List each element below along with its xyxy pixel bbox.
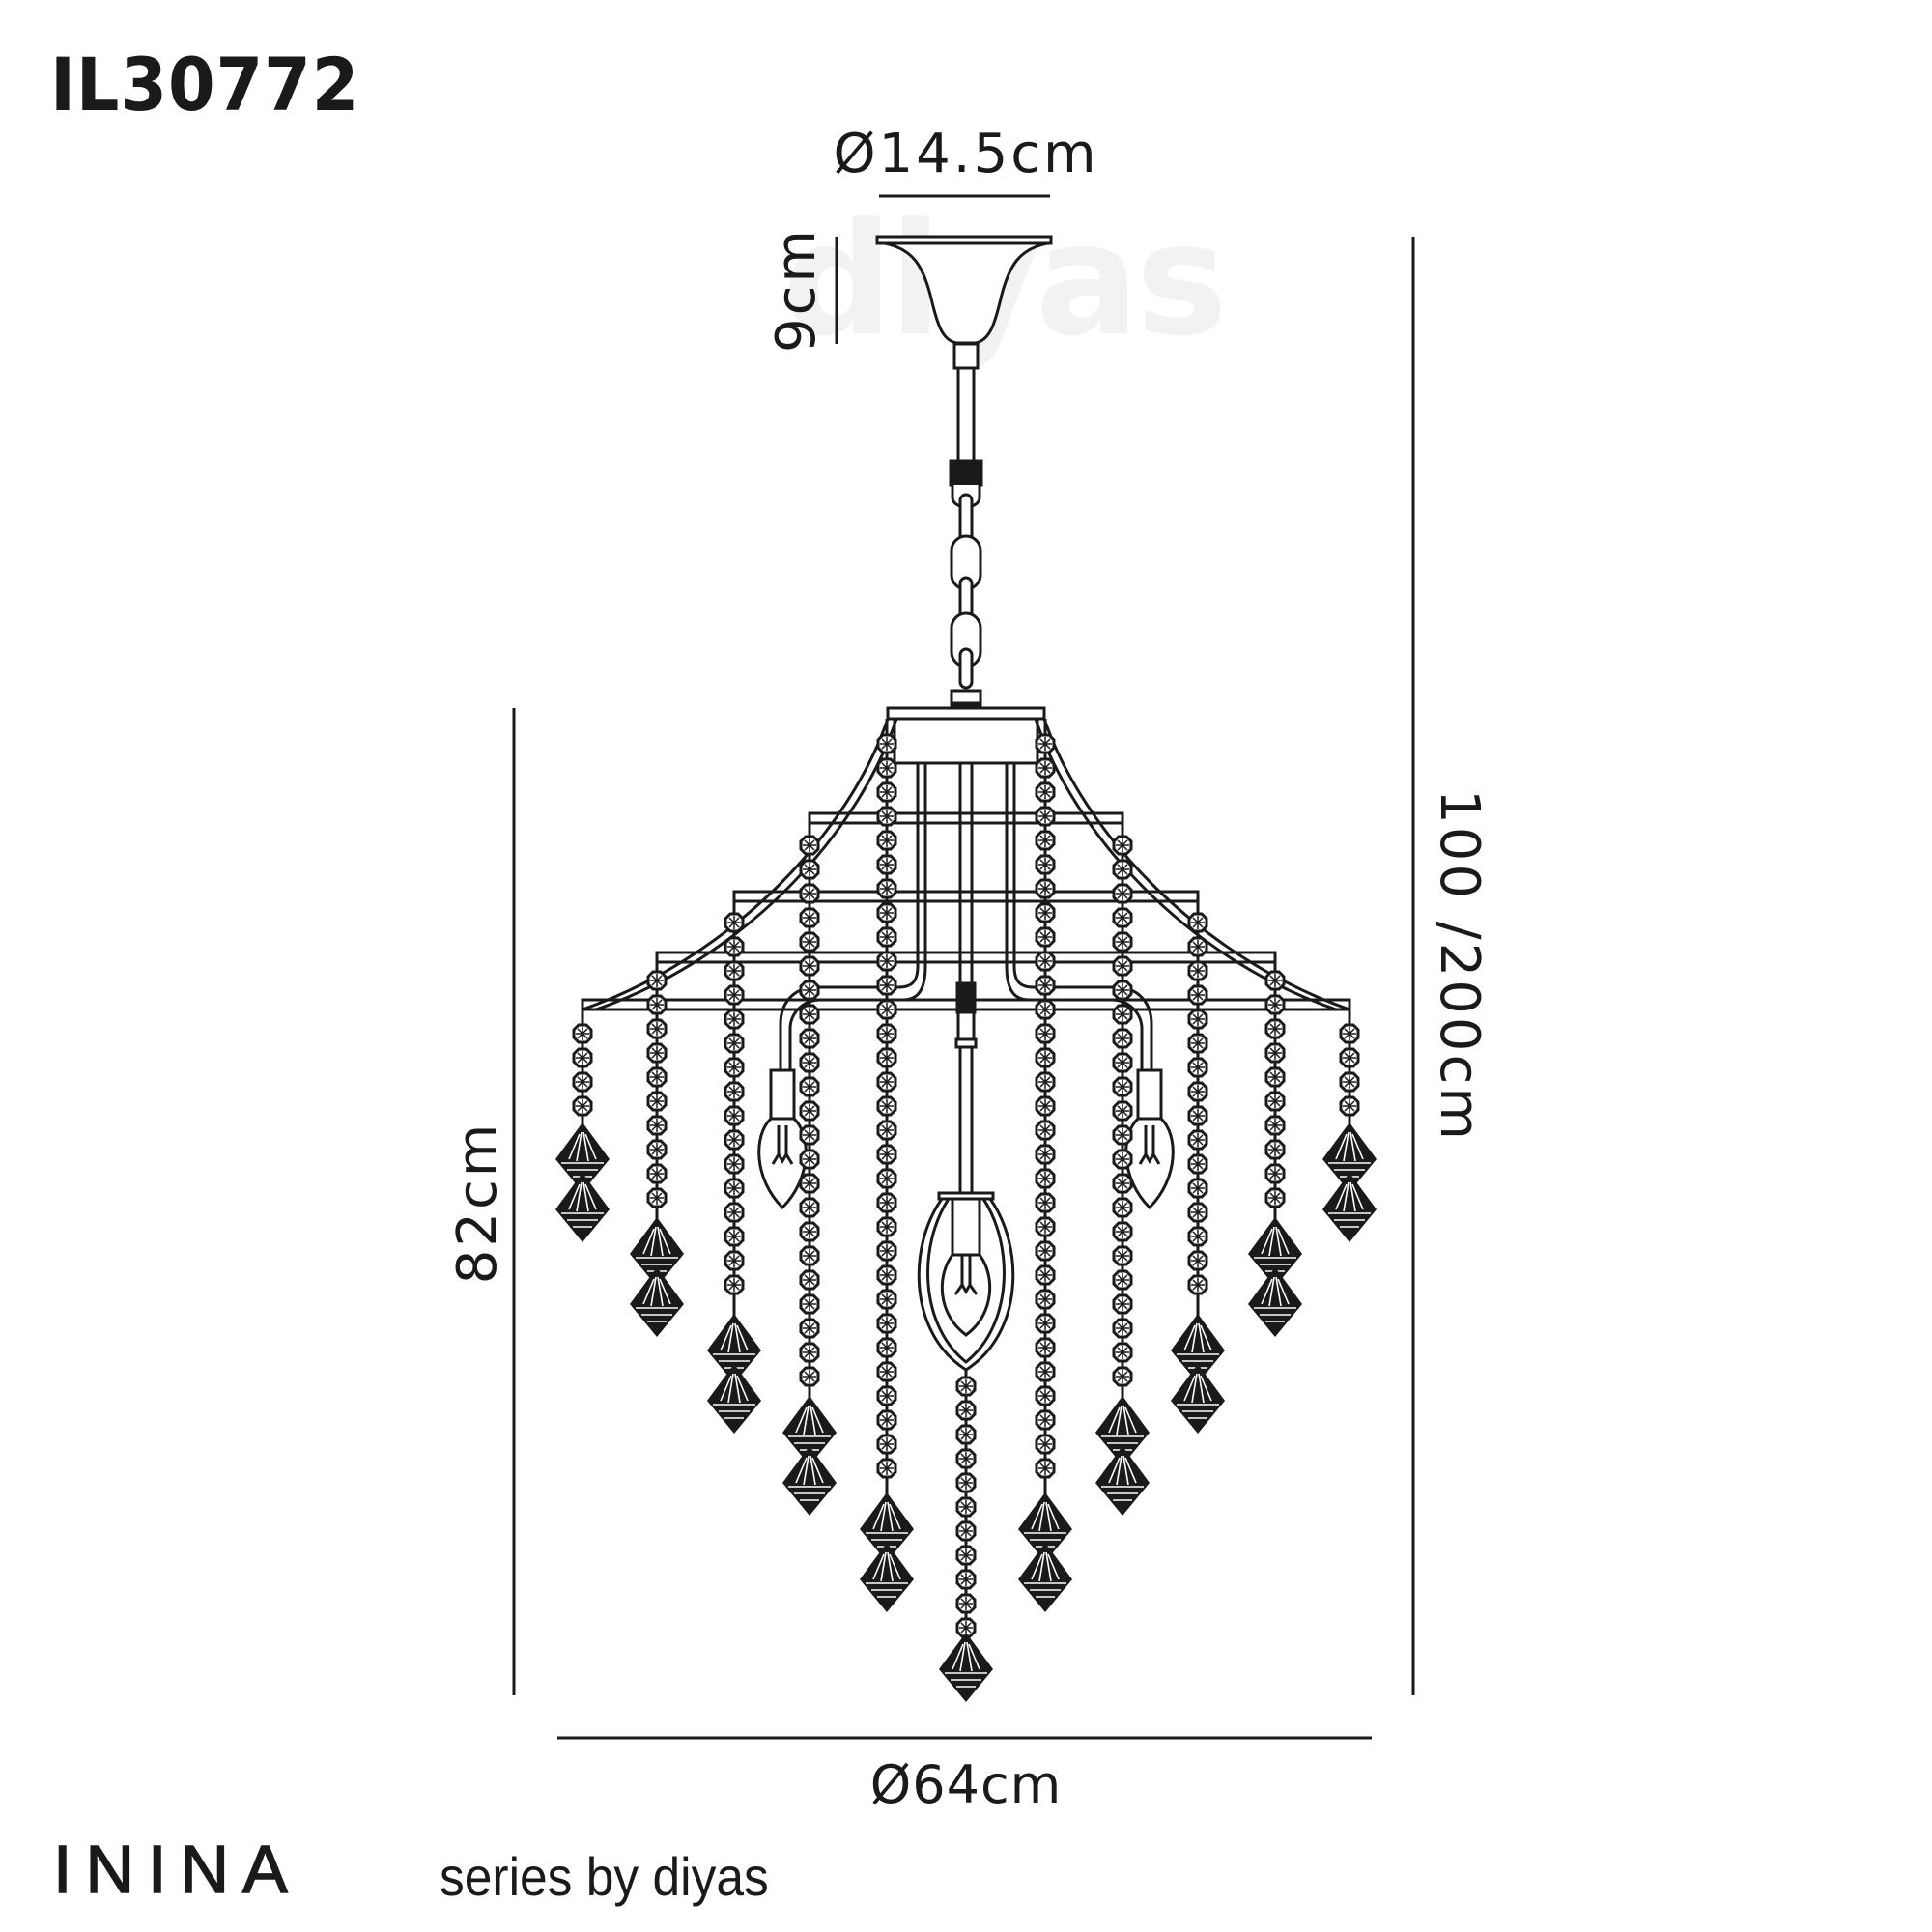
pendant-strands xyxy=(555,719,1377,1703)
dimension-rose-diameter: Ø14.5cm xyxy=(833,123,1099,185)
ceiling-rose xyxy=(875,235,1053,370)
series-name: ININA xyxy=(52,1832,301,1907)
dimension-rose-height: 9cm xyxy=(765,227,828,353)
side-lamp-left xyxy=(757,1068,808,1210)
dimension-overall-height: 100 /200cm xyxy=(1428,789,1491,1143)
suspension-chain xyxy=(949,368,983,719)
product-code: IL30772 xyxy=(50,42,360,128)
center-lamp xyxy=(917,1191,1015,1372)
center-stem xyxy=(954,981,978,1193)
dimension-body-height: 82cm xyxy=(446,1121,509,1285)
series-byline: series by diyas xyxy=(440,1846,769,1907)
side-lamp-right xyxy=(1124,1068,1175,1210)
dimension-body-diameter: Ø64cm xyxy=(869,1754,1063,1815)
